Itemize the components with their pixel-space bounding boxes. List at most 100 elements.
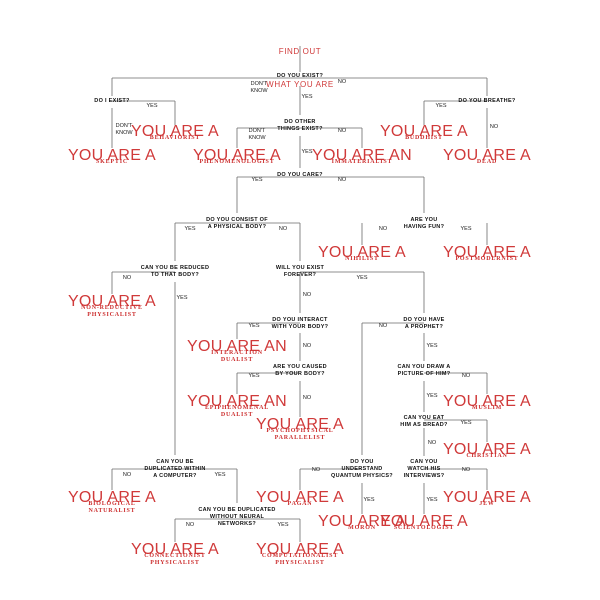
answer-yes-4: YES (301, 149, 313, 155)
page-title: FIND OUT WHAT YOU ARE (266, 24, 334, 112)
result-label: DEAD (476, 159, 498, 165)
result-prefix: YOU ARE A (67, 489, 157, 506)
answer-yes-7: YES (460, 226, 472, 232)
answer-no-5: NO (278, 226, 288, 232)
result-label: INTERACTION DUALIST (211, 350, 263, 363)
result-label: NIHILIST (345, 256, 379, 262)
result-label: JEW (479, 501, 495, 507)
answer-no-3: NO (337, 128, 347, 134)
question-draw-picture: CAN YOU DRAW A PICTURE OF HIM? (397, 364, 451, 377)
result-label: BUDDHIST (405, 135, 443, 141)
result-label: SKEPTIC (96, 159, 128, 165)
result-label: COMPUTATIONALIST PHYSICALIST (261, 553, 339, 566)
answer-yes-1: YES (301, 94, 313, 100)
answer-yes-17: YES (426, 497, 438, 503)
question-eat-as-bread: CAN YOU EAT HIM AS BREAD? (400, 415, 448, 428)
result-label: MORON (348, 525, 376, 531)
question-without-neural-networks: CAN YOU BE DUPLICATED WITHOUT NEURAL NET… (198, 507, 276, 527)
title-line-1: FIND OUT (278, 47, 322, 56)
result-prefix: YOU ARE A (67, 147, 157, 164)
answer-no-6: NO (378, 226, 388, 232)
result-prefix: YOU ARE A (130, 541, 220, 558)
answer-yes-3: YES (435, 103, 447, 109)
question-watch-interviews: CAN YOU WATCH HIS INTERVIEWS? (403, 459, 445, 479)
result-label: CHRISTIAN (466, 453, 508, 459)
answer-no-9: NO (302, 343, 312, 349)
question-interact-with-body: DO YOU INTERACT WITH YOUR BODY? (271, 317, 329, 330)
answer-dont-know-2: DON'T KNOW (115, 123, 133, 136)
result-label: IMMATERIALIST (331, 159, 393, 165)
result-label: MUSLIM (471, 405, 503, 411)
answer-no-1: NO (337, 79, 347, 85)
result-label: SCIENTOLOGIST (393, 525, 455, 531)
answer-yes-9: YES (356, 275, 368, 281)
result-prefix: YOU ARE A (255, 489, 345, 506)
result-prefix: YOU ARE A (442, 393, 532, 410)
question-do-you-breathe: DO YOU BREATHE? (458, 98, 516, 104)
question-understand-quantum: DO YOU UNDERSTAND QUANTUM PHYSICS? (331, 459, 393, 479)
result-label: PHENOMENOLOGIST (199, 159, 275, 165)
result-label: PAGAN (287, 501, 313, 507)
answer-yes-5: YES (251, 177, 263, 183)
result-prefix: YOU ARE A (442, 441, 532, 458)
question-have-prophet: DO YOU HAVE A PROPHET? (403, 317, 445, 330)
result-prefix: YOU ARE AN (312, 147, 412, 164)
question-exist-forever: WILL YOU EXIST FOREVER? (275, 265, 325, 278)
answer-no-12: NO (461, 373, 471, 379)
question-do-you-care: DO YOU CARE? (277, 172, 323, 178)
result-label: NON-REDUCTIVE PHYSICALIST (81, 305, 143, 318)
answer-dont-know-1: DON'T KNOW (250, 81, 268, 94)
result-prefix: YOU ARE A (67, 293, 157, 310)
answer-yes-10: YES (248, 323, 260, 329)
question-having-fun: ARE YOU HAVING FUN? (403, 217, 445, 230)
answer-yes-14: YES (460, 420, 472, 426)
result-prefix: YOU ARE A (255, 416, 345, 433)
result-prefix: YOU ARE A (379, 123, 469, 140)
result-label: BIOLOGICAL NATURALIST (88, 501, 136, 514)
result-prefix: YOU ARE A (192, 147, 282, 164)
answer-no-13: NO (427, 440, 437, 446)
question-caused-by-body: ARE YOU CAUSED BY YOUR BODY? (273, 364, 327, 377)
result-prefix: YOU ARE A (442, 147, 532, 164)
answer-no-7: NO (122, 275, 132, 281)
answer-yes-18: YES (277, 522, 289, 528)
question-reduced-to-body: CAN YOU BE REDUCED TO THAT BODY? (140, 265, 210, 278)
question-do-you-exist: DO YOU EXIST? (276, 73, 324, 79)
answer-no-11: NO (302, 395, 312, 401)
question-do-i-exist: DO I EXIST? (94, 98, 130, 104)
result-prefix: YOU ARE AN (187, 338, 287, 355)
answer-yes-6: YES (184, 226, 196, 232)
result-prefix: YOU ARE A (317, 244, 407, 261)
result-prefix: YOU ARE AN (187, 393, 287, 410)
title-line-2: WHAT YOU ARE (266, 80, 334, 89)
question-do-other-things-exist: DO OTHER THINGS EXIST? (277, 119, 323, 132)
result-prefix: YOU ARE A (255, 541, 345, 558)
result-label: EPIPHENOMENAL DUALIST (204, 405, 270, 418)
answer-no-14: NO (122, 472, 132, 478)
question-duplicated-in-computer: CAN YOU BE DUPLICATED WITHIN A COMPUTER? (144, 459, 206, 479)
answer-yes-11: YES (426, 343, 438, 349)
answer-no-4: NO (337, 177, 347, 183)
answer-no-16: NO (461, 467, 471, 473)
answer-no-17: NO (185, 522, 195, 528)
result-prefix: YOU ARE A (442, 244, 532, 261)
result-label: CONNECTIONIST PHYSICALIST (144, 553, 206, 566)
